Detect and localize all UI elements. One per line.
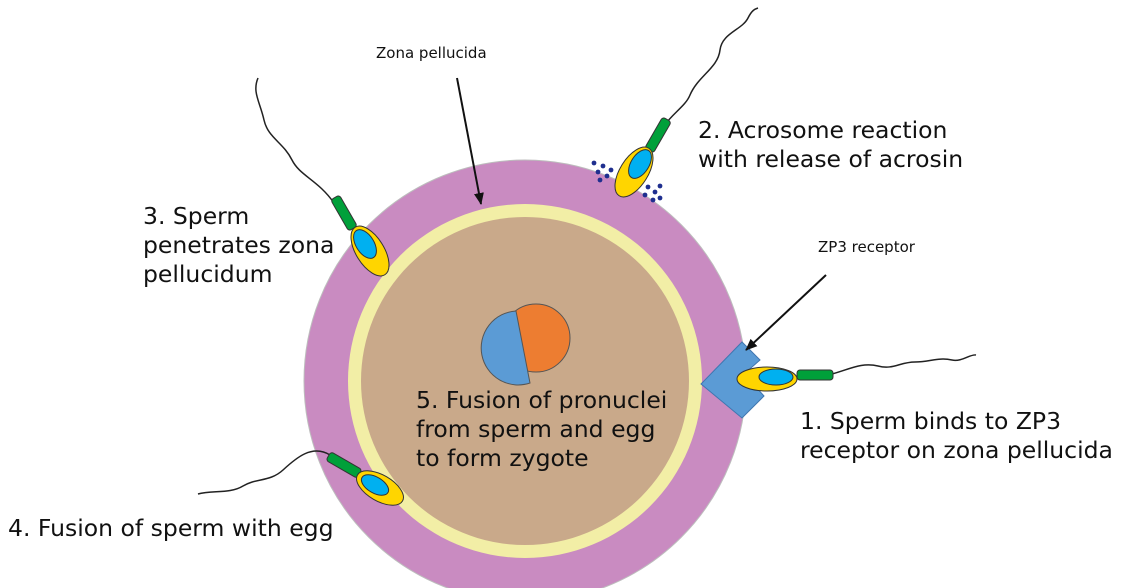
sperm-1 — [737, 355, 976, 391]
sperm-1-midpiece — [797, 370, 833, 380]
step-1-label: 1. Sperm binds to ZP3 receptor on zona p… — [800, 407, 1113, 465]
zp3-receptor-label: ZP3 receptor — [818, 238, 915, 257]
step-2-label: 2. Acrosome reaction with release of acr… — [698, 116, 963, 174]
step-3-label: 3. Sperm penetrates zona pellucidum — [143, 202, 334, 289]
sperm-4-tail — [198, 451, 330, 494]
sperm-1-tail — [832, 355, 976, 374]
sperm-1-nucleus — [759, 369, 793, 385]
zona-pellucida-label: Zona pellucida — [376, 44, 487, 63]
zp3-receptor-arrow — [746, 275, 826, 350]
step-5-label: 5. Fusion of pronuclei from sperm and eg… — [416, 386, 667, 473]
step-4-label: 4. Fusion of sperm with egg — [8, 514, 334, 543]
sperm-3-tail — [256, 78, 334, 203]
sperm-3-midpiece — [331, 195, 358, 231]
